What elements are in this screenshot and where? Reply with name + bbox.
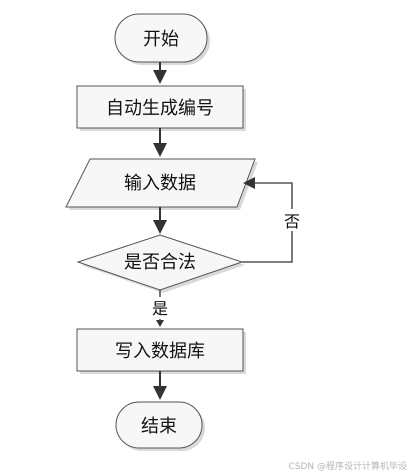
edge-yes-to-write: 是 [150, 290, 170, 327]
edge-input-to-decision [153, 207, 167, 234]
csdn-watermark: CSDN @程序设计计算机毕设 [288, 462, 407, 472]
generate-id-node: 自动生成编号 [76, 85, 246, 131]
end-node: 结束 [115, 401, 205, 451]
start-label: 开始 [143, 29, 179, 50]
input-data-label: 输入数据 [124, 173, 196, 194]
end-label: 结束 [141, 416, 177, 437]
generate-id-label: 自动生成编号 [106, 98, 214, 119]
write-db-label: 写入数据库 [115, 341, 205, 362]
edge-write-to-end [153, 371, 167, 400]
edge-generate-to-input [153, 128, 167, 157]
write-db-node: 写入数据库 [76, 328, 246, 374]
is-valid-label: 是否合法 [124, 252, 196, 273]
edge-start-to-generate [153, 62, 167, 84]
is-valid-decision-node: 是否合法 [76, 234, 245, 293]
input-data-node: 输入数据 [65, 158, 258, 210]
yes-edge-label: 是 [152, 299, 168, 318]
edge-no-loop-back: 否 [242, 177, 302, 263]
no-edge-label: 否 [284, 212, 300, 231]
start-node: 开始 [114, 13, 210, 65]
